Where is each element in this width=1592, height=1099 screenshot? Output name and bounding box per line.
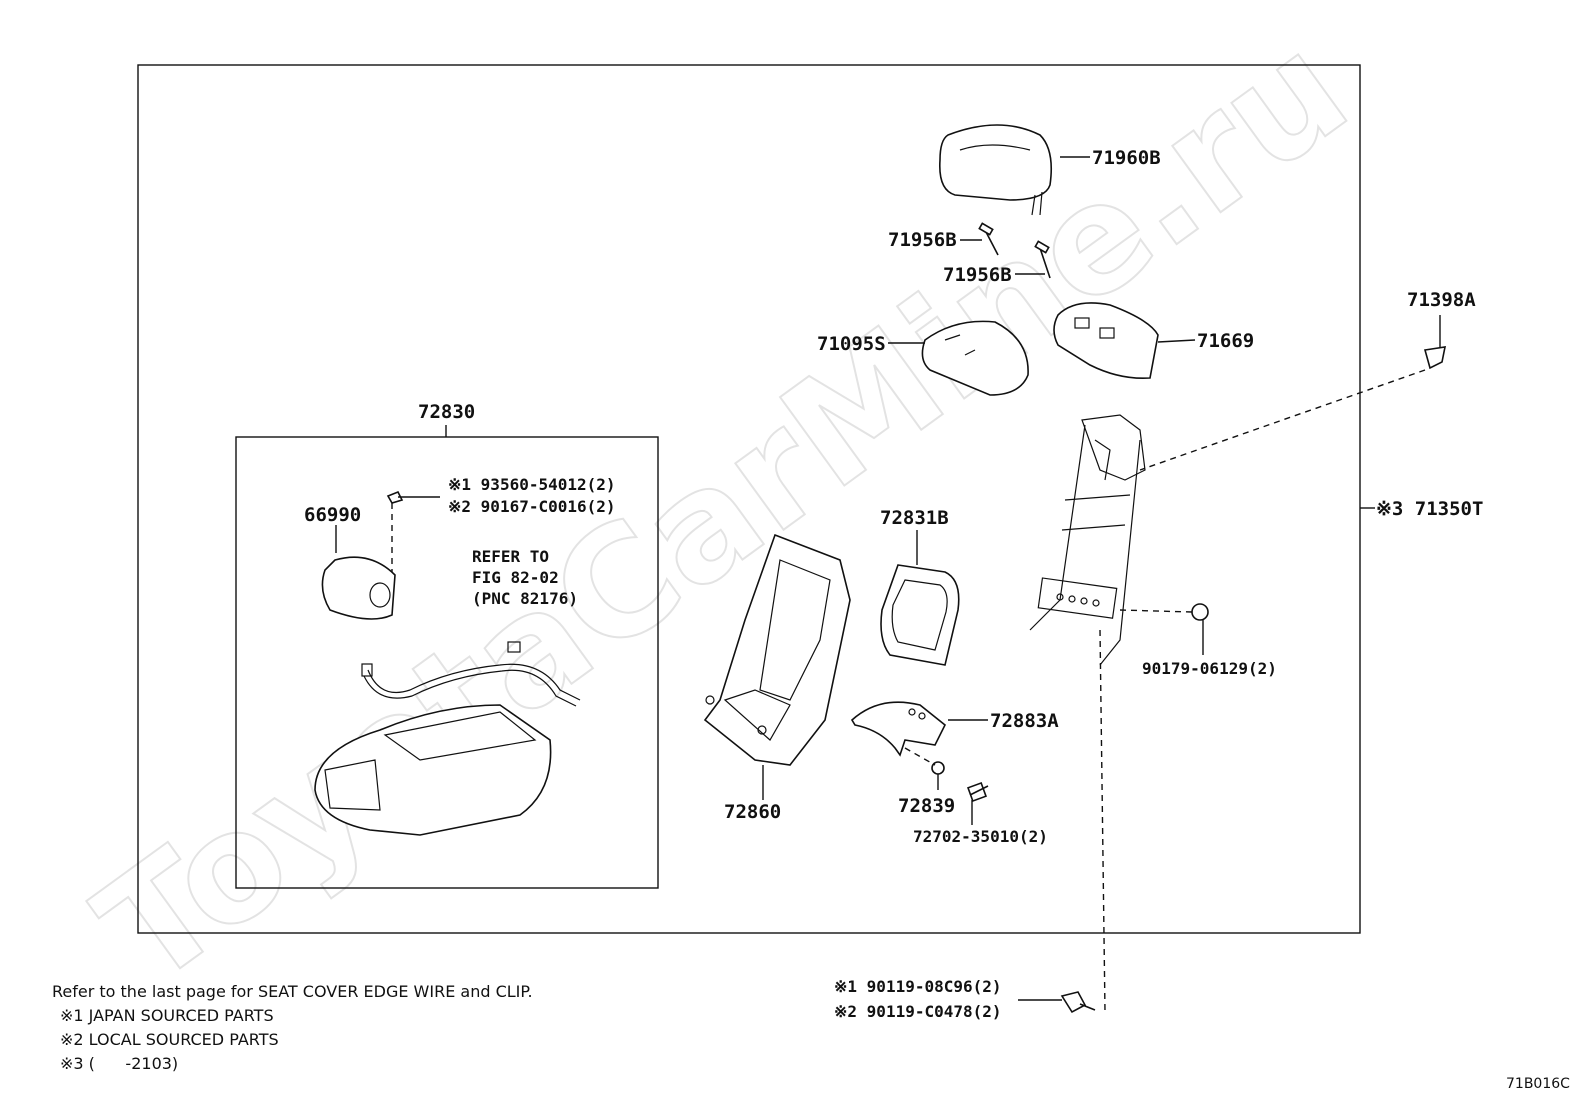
- bolt-drawing: [1060, 991, 1096, 1014]
- bezel-72831b-drawing: [880, 564, 960, 666]
- label-71350t: ※3 71350T: [1376, 498, 1483, 520]
- armrest-screw-drawing: [386, 490, 404, 504]
- label-72839: 72839: [898, 795, 955, 817]
- label-71669: 71669: [1197, 330, 1254, 352]
- refer-line-1: REFER TO: [472, 547, 549, 566]
- label-bolt-japan: ※1 90119-08C96(2): [834, 977, 1002, 996]
- headrest-drawing: [938, 124, 1053, 216]
- label-71956b-b: 71956B: [943, 264, 1012, 286]
- lock-66990-drawing: [321, 556, 396, 620]
- screw-drawing: [978, 222, 1051, 279]
- note-date-range: ※3 ( -2103): [60, 1054, 179, 1073]
- label-bolt-local: ※2 90119-C0478(2): [834, 1002, 1002, 1021]
- label-71960b: 71960B: [1092, 147, 1161, 169]
- label-71956b-a: 71956B: [888, 229, 957, 251]
- label-71095s: 71095S: [817, 333, 886, 355]
- label-screw-japan: ※1 93560-54012(2): [448, 475, 616, 494]
- note-seat-cover: Refer to the last page for SEAT COVER ED…: [52, 982, 533, 1001]
- hinge-72883a-drawing: [850, 701, 947, 757]
- label-screw-local: ※2 90167-C0016(2): [448, 497, 616, 516]
- note-local-sourced: ※2 LOCAL SOURCED PARTS: [60, 1030, 279, 1049]
- figure-code: 71B016C: [1506, 1076, 1570, 1092]
- label-72702: 72702-35010(2): [913, 827, 1048, 846]
- cover-71095s-drawing: [921, 320, 1029, 396]
- console-box-72860-drawing: [703, 533, 851, 766]
- nut-90179-drawing: [1191, 603, 1209, 621]
- armrest-lid-drawing: [314, 704, 552, 836]
- label-66990: 66990: [304, 504, 361, 526]
- label-72860: 72860: [724, 801, 781, 823]
- label-71398a: 71398A: [1407, 289, 1476, 311]
- label-90179: 90179-06129(2): [1142, 659, 1277, 678]
- refer-line-2: FIG 82-02: [472, 568, 559, 587]
- wire-harness-drawing: [361, 641, 581, 707]
- refer-line-3: (PNC 82176): [472, 589, 578, 608]
- clip-71398a-drawing: [1423, 346, 1447, 370]
- switch-panel-drawing: [1053, 302, 1159, 380]
- label-72831b: 72831B: [880, 507, 949, 529]
- seatback-frame-drawing: [1029, 414, 1146, 666]
- note-japan-sourced: ※1 JAPAN SOURCED PARTS: [60, 1006, 274, 1025]
- armrest-assembly-box: [235, 436, 659, 889]
- label-72830: 72830: [418, 401, 475, 423]
- bolt-72702-drawing: [967, 782, 989, 802]
- label-72883a: 72883A: [990, 710, 1059, 732]
- outer-frame: [137, 64, 1361, 934]
